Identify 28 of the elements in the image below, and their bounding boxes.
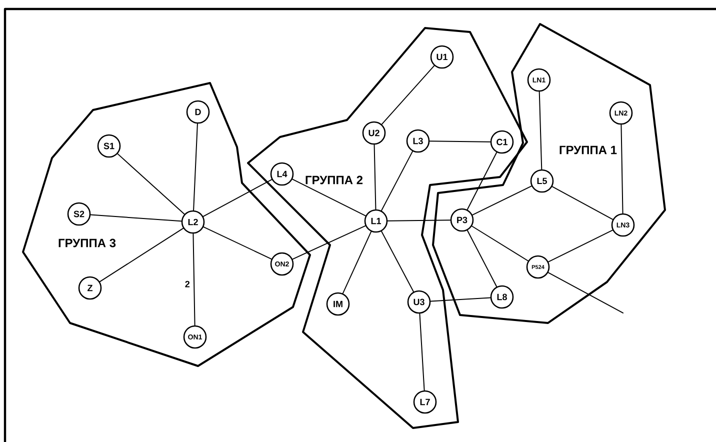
connection-line [429,140,491,142]
connection-line [192,233,196,326]
connection-line [466,230,498,288]
connection-line [292,225,366,260]
connection-line [548,272,624,314]
connection-line [292,178,366,216]
connection-line [466,152,498,210]
connection-line [419,313,425,391]
connection-line [203,226,272,260]
connection-line [471,226,529,262]
connection-line [387,220,451,222]
connection-line [99,228,184,282]
connection-line [374,144,376,210]
connection-line [620,124,624,214]
connection-line [552,186,614,220]
connection-line [342,231,372,294]
connection-line [472,186,532,216]
connection-line [202,179,272,217]
edge-label: 2 [185,280,190,288]
connection-line [117,153,185,215]
connection-line [380,230,414,292]
connection-line [538,91,542,170]
connection-line [381,65,435,125]
connection-line [548,230,614,262]
connection-line [90,214,182,222]
connection-line [430,297,491,302]
connection-line [380,150,414,212]
connection-line [193,123,198,211]
